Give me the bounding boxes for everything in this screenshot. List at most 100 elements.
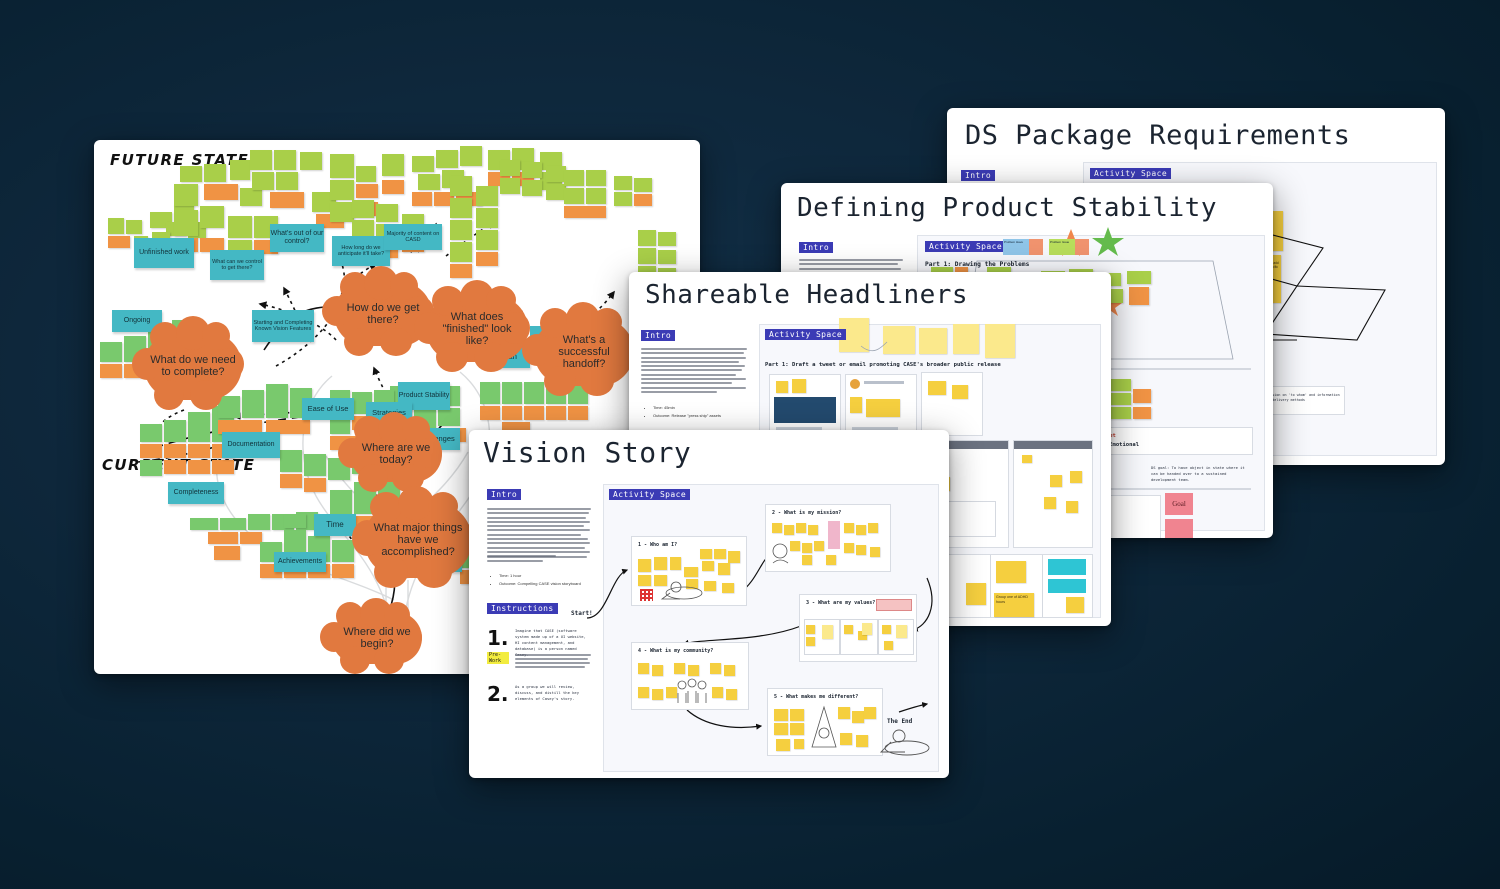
card-title-vision-story: Vision Story (483, 436, 692, 469)
instruction-step-1: 1. Pre-Work Imagine that CASE (software … (487, 626, 591, 668)
legend-swatch (1075, 239, 1089, 255)
bullet-time: Time: 1 hour (499, 572, 581, 580)
cloud-what-major-things-accomplished[interactable]: What major things have we accomplished? (352, 486, 474, 588)
label-unfinished-work[interactable]: Unfinished work (134, 238, 194, 268)
intro-bullets-sh: Time: 45min Outcome: Release "press ship… (643, 404, 721, 419)
label-how-long-anticipate[interactable]: How long do we anticipate it'll take? (332, 236, 390, 266)
cloud-text: Where did we begin? (343, 625, 411, 650)
summary-grid: Group one of ADHD hours (929, 554, 1093, 618)
board-title: 1 - Who am I? (638, 542, 678, 548)
doc-column-2[interactable] (1013, 440, 1093, 548)
label-ongoing[interactable]: Ongoing (112, 310, 162, 332)
label-ease-of-use[interactable]: Ease of Use (302, 398, 354, 420)
legend-swatch (1029, 239, 1043, 255)
step-number: 1. (487, 626, 509, 650)
step-1-extra (515, 654, 591, 668)
legend-problem-have: Problem Have (1003, 239, 1043, 255)
cloud-what-do-we-need-to-complete[interactable]: What do we need to complete? (132, 316, 244, 410)
bullet-time: Time: 45min (653, 404, 721, 412)
red-dot-grid (640, 589, 653, 601)
intro-bullets-vs: Time: 1 hour Outcome: Compelling CASE vi… (489, 572, 581, 588)
sticky-prompt-5 (985, 324, 1015, 358)
social-mockup-1[interactable] (769, 374, 841, 436)
person-doodle (772, 543, 789, 564)
intro-text-vs-2 (487, 556, 587, 563)
bullet-outcome: Outcome: Release "press ship" assets (653, 412, 721, 420)
plane-doodle (660, 581, 703, 600)
cloud-text: What do we need to complete? (150, 353, 236, 378)
ds-goal-note: DS goal: To have object in state where i… (1151, 465, 1245, 482)
intro-text-vs (487, 508, 591, 558)
footer-note-text: Discussion on 'to whom' and information … (1260, 393, 1340, 403)
people-doodle (677, 678, 707, 703)
social-mockup-2[interactable] (845, 374, 917, 436)
prompt-connector (860, 341, 888, 352)
label-what-can-we-control[interactable]: What can we control to get there? (210, 250, 264, 280)
sticky-text: Group one of ADHD hours (996, 595, 1028, 604)
label-completeness[interactable]: Completeness (168, 482, 224, 504)
label-whats-out-of-our-control[interactable]: What's out of our control? (270, 224, 324, 252)
step-number: 2. (487, 682, 509, 706)
board-title: 4 - What is my community? (638, 648, 714, 654)
social-mockup-3[interactable] (921, 372, 983, 436)
label-time[interactable]: Time (314, 514, 356, 536)
section-tag-activity-sh: Activity Space (765, 329, 847, 340)
cloud-text: How do we get there? (346, 301, 420, 326)
teal-text: Majority of content on CASD (386, 230, 440, 243)
section-tag-activity-vs: Activity Space (609, 489, 691, 500)
teal-text: Product Stability (398, 392, 450, 400)
teal-text: How long do we anticipate it'll take? (337, 244, 385, 257)
label-achievements[interactable]: Achievements (274, 552, 326, 572)
sticky-prompt-3 (919, 328, 947, 354)
teal-text: Documentation (227, 441, 275, 449)
cloud-text: What major things have we accomplished? (373, 521, 463, 559)
board-title: 5 - What makes me different? (774, 694, 859, 700)
legend-problem-issue: Problem Issue (1049, 239, 1089, 255)
legend-label: Problem Issue (1049, 239, 1075, 255)
board-title: 3 - What are my values? (806, 600, 876, 606)
bullet-outcome: Outcome: Compelling CASE vision storyboa… (499, 580, 581, 588)
goal-label: Goal (1172, 500, 1186, 508)
prework-tag: Pre-Work (487, 652, 509, 664)
section-tag-activity-ps: Activity Space (925, 241, 1007, 252)
board-1-who-am-i[interactable]: 1 - Who am I? (631, 536, 747, 606)
label-documentation[interactable]: Documentation (222, 432, 280, 458)
cloud-where-did-we-begin[interactable]: Where did we begin? (320, 598, 422, 674)
teal-text: Ongoing (123, 317, 151, 325)
card-vision-story[interactable]: Vision Story Intro Time: 1 hour Outcome:… (469, 430, 949, 778)
instruction-step-2: 2. As a group we will review, discuss, a… (487, 682, 579, 706)
sticky-prompt-4 (953, 324, 979, 354)
legend-label: Problem Have (1003, 239, 1029, 255)
teal-text: Ease of Use (307, 403, 349, 413)
teal-text: Unfinished work (139, 249, 189, 257)
cloud-where-are-we-today[interactable]: Where are we today? (338, 412, 442, 492)
intro-text-sh (641, 348, 747, 393)
label-majority-content-casd[interactable]: Majority of content on CASD (384, 224, 442, 250)
goal-sticky: Goal (1165, 493, 1193, 515)
board-4-my-community[interactable]: 4 - What is my community? (631, 642, 749, 710)
board-2-my-mission[interactable]: 2 - What is my mission? (765, 504, 891, 572)
sticky-group-note: Group one of ADHD hours (994, 593, 1034, 617)
section-tag-instructions-vs: Instructions (487, 603, 558, 614)
board-5-what-makes-me-different[interactable]: 5 - What makes me different? (767, 688, 883, 756)
cloud-text: What's a successful handoff? (558, 333, 610, 371)
board-3-my-values[interactable]: 3 - What are my values? (799, 594, 917, 662)
teal-text: Starting and Completing Known Vision Fea… (253, 319, 313, 332)
teal-text: Time (326, 519, 344, 529)
the-end-label: The End (887, 718, 913, 725)
cloud-what-does-finished-look-like[interactable]: What does "finished" look like? (414, 280, 530, 372)
teal-text: Completeness (173, 489, 219, 497)
section-tag-intro-ps: Intro (799, 242, 834, 253)
section-tag-activity-ds: Activity Space (1090, 168, 1172, 179)
teal-text: What's out of our control? (270, 230, 324, 245)
label-starting-completing-vision[interactable]: Starting and Completing Known Vision Fea… (252, 310, 314, 342)
card-title-product-stability: Defining Product Stability (797, 193, 1217, 223)
cloud-whats-a-successful-handoff[interactable]: What's a successful handoff? (522, 302, 636, 396)
teal-text: Achievements (278, 558, 322, 566)
teal-text: What can we control to get there? (212, 258, 262, 271)
part-label-ps: Part 1: Drawing the Problems (925, 261, 1030, 268)
section-tag-intro-sh: Intro (641, 330, 676, 341)
board-title: 2 - What is my mission? (772, 510, 842, 516)
cloud-text: What does "finished" look like? (442, 310, 512, 348)
rocket-doodle (811, 705, 837, 748)
